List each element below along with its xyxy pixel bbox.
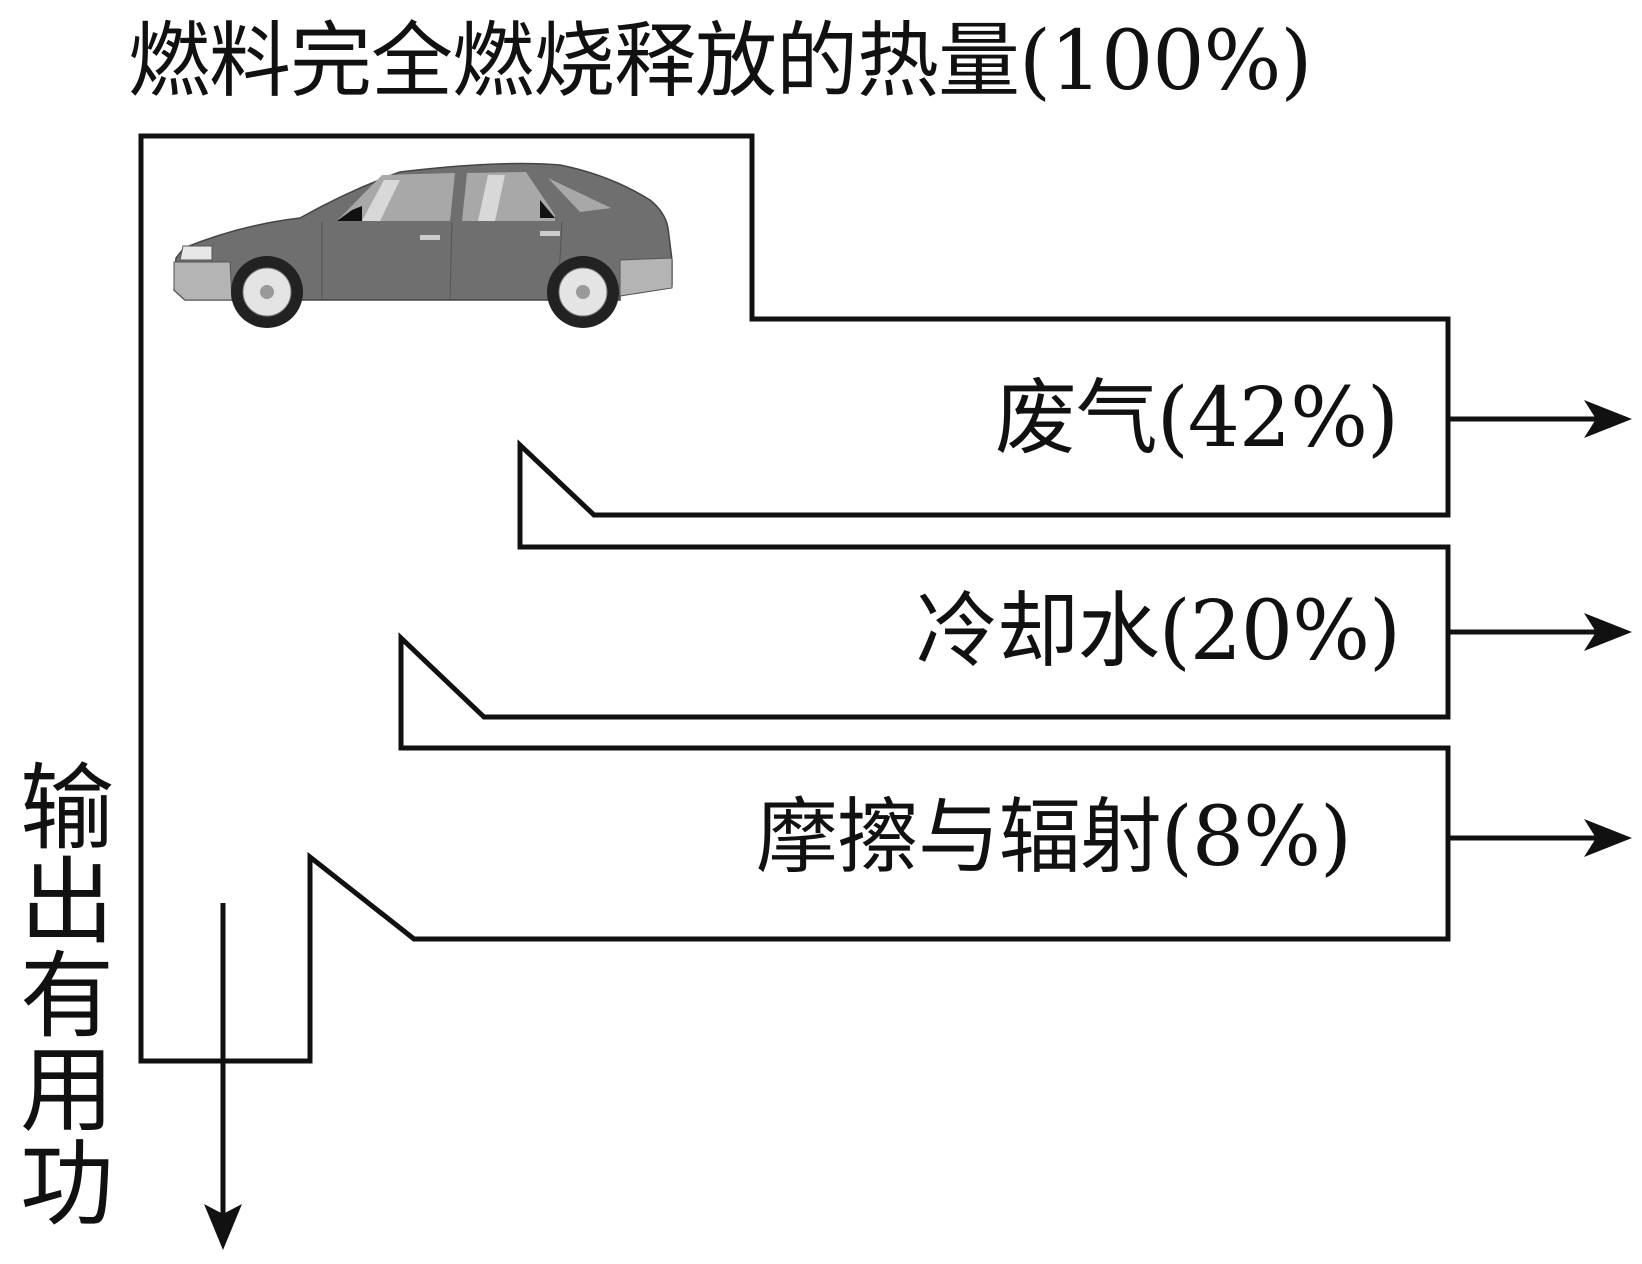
flow-label-friction-radiation: 摩擦与辐射(8%) xyxy=(755,790,1352,885)
flow-label-exhaust: 废气(42%) xyxy=(994,371,1399,466)
total-heat-title: 燃料完全燃烧释放的热量(100%) xyxy=(128,14,1312,109)
useful-work-label: 输出有用功 xyxy=(4,758,113,1228)
car-icon xyxy=(173,162,673,328)
flow-label-cooling-water: 冷却水(20%) xyxy=(915,584,1401,679)
flow-outline xyxy=(138,133,1451,1064)
